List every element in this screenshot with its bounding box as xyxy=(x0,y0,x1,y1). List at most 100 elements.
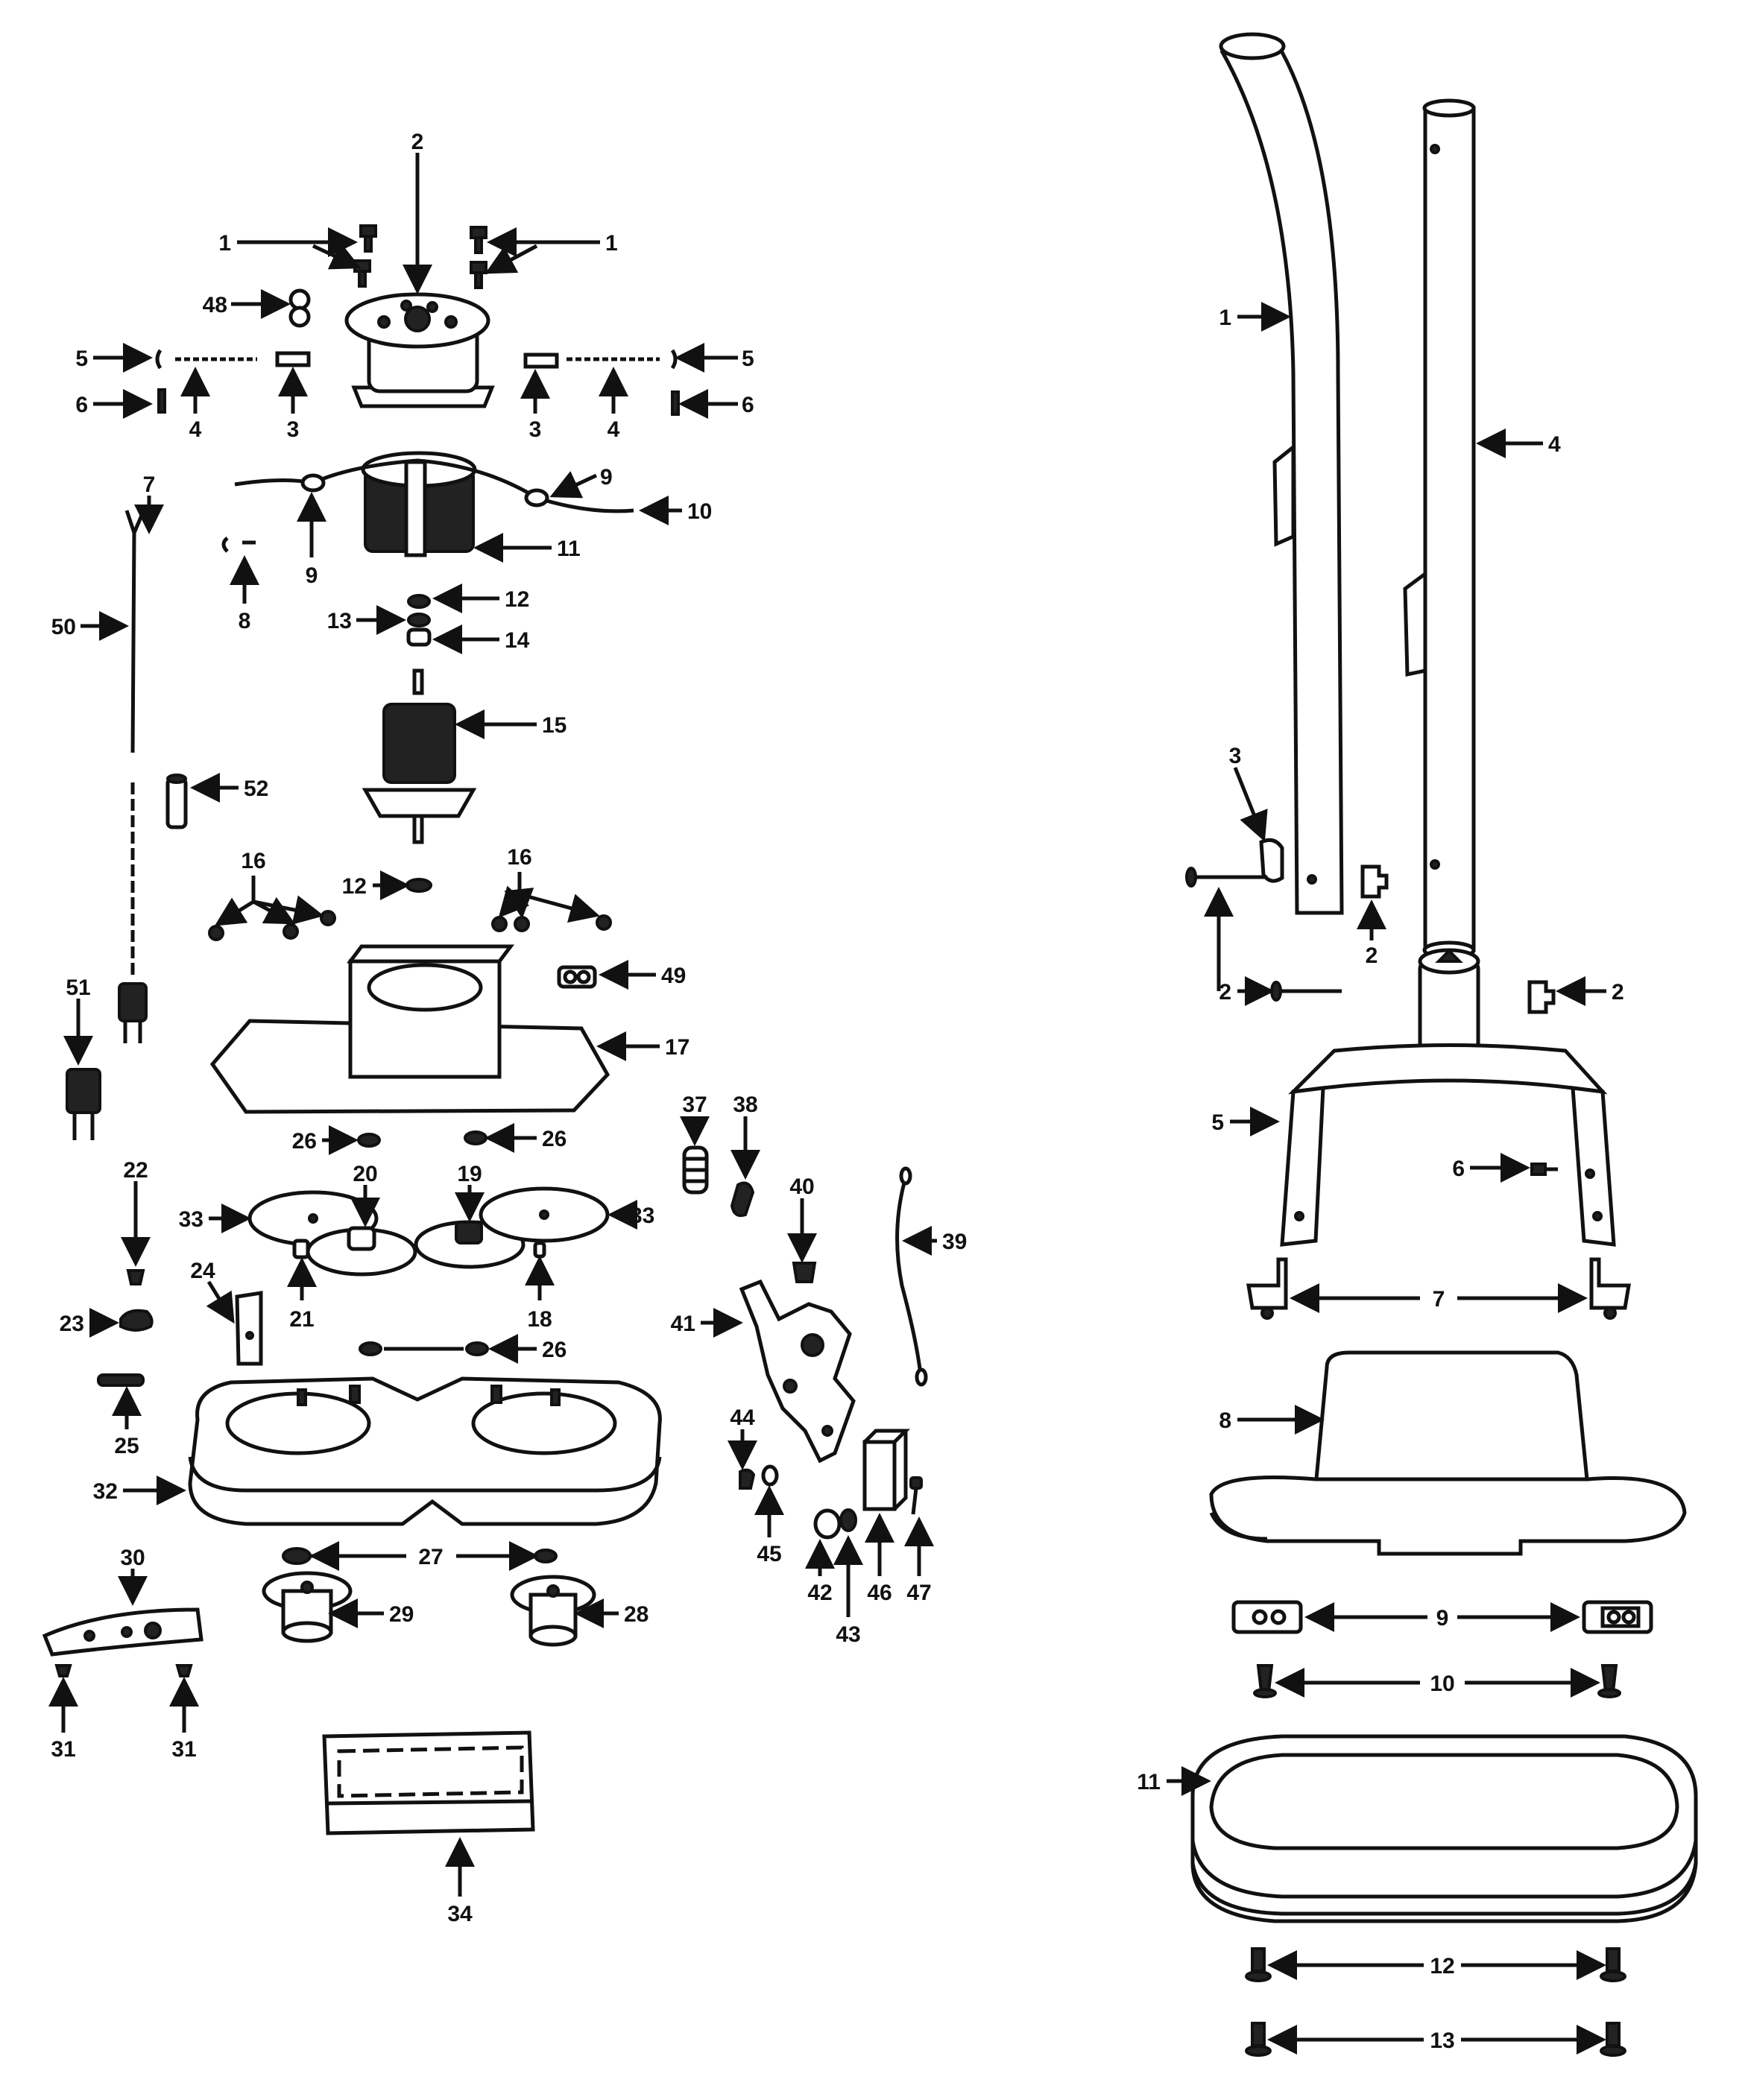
label-right-10: 10 xyxy=(1430,1672,1454,1696)
upper-handle-tube xyxy=(1219,32,1344,915)
left-leaders xyxy=(48,153,937,1897)
switch-bracket xyxy=(739,1279,856,1464)
label-right-9: 9 xyxy=(1436,1606,1449,1631)
label-left-10: 10 xyxy=(687,499,712,524)
label-left-18: 18 xyxy=(527,1307,552,1332)
part-39-wire xyxy=(895,1166,928,1387)
label-right-11: 11 xyxy=(1137,1770,1161,1794)
label-left-27: 27 xyxy=(418,1545,443,1569)
label-right-2b: 2 xyxy=(1219,980,1231,1005)
label-left-1b: 1 xyxy=(605,231,618,256)
left-assembly: 1 1 2 48 5 5 6 6 4 4 3 3 7 9 10 11 9 8 5… xyxy=(42,130,967,1926)
clip-part-48 xyxy=(288,288,311,328)
label-right-4: 4 xyxy=(1548,432,1561,457)
blocks-9 xyxy=(1231,1600,1653,1634)
parts-42-47 xyxy=(739,1429,923,1540)
label-left-47: 47 xyxy=(906,1581,931,1605)
screws-16 xyxy=(208,910,612,941)
label-left-19: 19 xyxy=(457,1162,482,1186)
label-left-16b: 16 xyxy=(507,845,531,870)
label-left-51: 51 xyxy=(66,975,90,1000)
power-cord xyxy=(66,506,148,1140)
motor-frame-plate xyxy=(209,944,610,1114)
label-left-11: 11 xyxy=(557,537,581,561)
label-left-49: 49 xyxy=(661,964,686,988)
label-right-13: 13 xyxy=(1430,2028,1454,2053)
pin-part-6 xyxy=(1530,1163,1558,1176)
label-left-3b: 3 xyxy=(529,417,542,442)
label-left-8: 8 xyxy=(239,609,251,633)
right-leaders xyxy=(1167,302,1606,2055)
label-left-9b: 9 xyxy=(306,563,318,588)
label-left-17: 17 xyxy=(665,1035,690,1060)
bumper-ring xyxy=(1190,1734,1698,1923)
washer-12-mid xyxy=(406,878,432,893)
label-left-31b: 31 xyxy=(171,1737,196,1762)
screw-parts-1 xyxy=(353,224,487,289)
label-left-42: 42 xyxy=(807,1581,832,1605)
part-52 xyxy=(165,774,188,829)
housing-cover xyxy=(1209,1350,1687,1556)
label-left-9a: 9 xyxy=(600,465,613,490)
label-left-33a: 33 xyxy=(179,1207,203,1232)
clip-part-3 xyxy=(1259,838,1284,883)
handle-yoke xyxy=(1280,948,1616,1247)
label-left-24: 24 xyxy=(190,1259,215,1283)
label-left-5a: 5 xyxy=(75,347,88,371)
label-right-5: 5 xyxy=(1211,1110,1224,1135)
brackets-7 xyxy=(1246,1257,1631,1320)
label-left-20: 20 xyxy=(353,1162,377,1186)
label-right-12: 12 xyxy=(1430,1954,1454,1979)
label-left-26c: 26 xyxy=(542,1338,567,1362)
right-labels: 1 4 3 2 2 2 5 6 7 8 9 10 11 12 13 xyxy=(1137,306,1623,2053)
label-left-15: 15 xyxy=(542,713,567,738)
part-49 xyxy=(557,965,597,989)
label-left-33b: 33 xyxy=(630,1204,654,1228)
label-left-32: 32 xyxy=(93,1479,118,1504)
label-left-4a: 4 xyxy=(189,417,202,442)
washers-bearing xyxy=(406,594,432,647)
pad-34 xyxy=(322,1730,535,1835)
motor-housing xyxy=(344,292,495,408)
label-right-1: 1 xyxy=(1219,306,1231,330)
label-left-48: 48 xyxy=(203,293,227,317)
label-left-46: 46 xyxy=(867,1581,892,1605)
label-right-2c: 2 xyxy=(1612,980,1624,1005)
label-left-52: 52 xyxy=(244,777,268,801)
label-left-31a: 31 xyxy=(51,1737,75,1762)
label-left-30: 30 xyxy=(120,1546,145,1570)
label-left-12b: 12 xyxy=(342,874,367,899)
label-left-1a: 1 xyxy=(218,231,231,256)
label-left-13: 13 xyxy=(327,609,352,633)
label-right-3: 3 xyxy=(1229,744,1242,768)
right-assembly: 1 4 3 2 2 2 5 6 7 8 9 10 11 12 13 xyxy=(1137,32,1698,2057)
label-left-14: 14 xyxy=(505,628,530,653)
label-left-6b: 6 xyxy=(742,393,754,417)
brush-spring-assemblies xyxy=(155,349,680,416)
label-left-5b: 5 xyxy=(742,347,754,371)
label-right-8: 8 xyxy=(1219,1408,1231,1433)
screws-13 xyxy=(1245,2022,1626,2057)
part-40 xyxy=(792,1262,817,1283)
label-left-25: 25 xyxy=(114,1434,139,1458)
label-left-21: 21 xyxy=(289,1307,314,1332)
label-left-16a: 16 xyxy=(241,849,265,873)
bolts-and-nuts-2 xyxy=(1185,864,1556,1014)
field-coil xyxy=(234,451,634,557)
armature xyxy=(362,668,477,844)
label-left-40: 40 xyxy=(789,1174,814,1199)
label-left-29: 29 xyxy=(389,1602,414,1627)
label-left-6a: 6 xyxy=(75,393,88,417)
label-left-3a: 3 xyxy=(287,417,300,442)
part-30-plate xyxy=(42,1607,203,1677)
clip-part-8 xyxy=(221,537,256,553)
parts-22-25 xyxy=(97,1269,263,1387)
parts-37-38 xyxy=(682,1145,755,1218)
label-left-45: 45 xyxy=(757,1542,781,1566)
label-right-7: 7 xyxy=(1433,1287,1445,1312)
label-left-4b: 4 xyxy=(608,417,620,442)
label-right-2a: 2 xyxy=(1366,943,1378,968)
label-left-41: 41 xyxy=(671,1312,695,1336)
label-left-37: 37 xyxy=(682,1092,707,1117)
